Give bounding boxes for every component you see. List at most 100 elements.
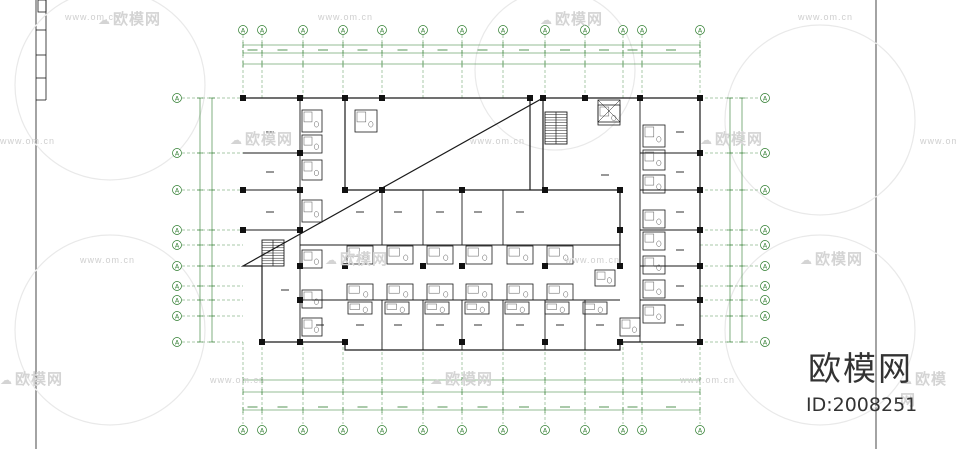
grid-bubble-circle — [760, 240, 770, 250]
shower-tray — [644, 176, 655, 186]
bathroom-pod — [546, 283, 574, 301]
grid-bubble-circle — [580, 425, 590, 435]
grid-bubble: A — [695, 425, 705, 435]
grid-bubble: A — [257, 425, 267, 435]
grid-bubble-label: A — [260, 28, 265, 35]
toilet — [656, 159, 662, 167]
grid-bubble-circle — [338, 25, 348, 35]
watermark-logo: ☁欧模网 — [0, 368, 63, 389]
shower-tray — [348, 285, 360, 294]
pod-outline — [506, 283, 534, 301]
grid-bubble: A — [760, 261, 770, 271]
column — [297, 95, 303, 101]
column — [297, 297, 303, 303]
bathroom-pod — [506, 283, 534, 301]
pod-outline — [301, 109, 323, 133]
staircase — [261, 239, 285, 267]
shower-tray — [303, 136, 313, 146]
bathroom-pod — [546, 245, 574, 265]
grid-bubble-label: A — [175, 264, 180, 271]
watermark-url: www.om.cn — [565, 255, 621, 265]
grid-bubble: A — [172, 225, 182, 235]
column — [542, 339, 548, 345]
shower-tray — [467, 247, 479, 257]
watermark-logo: ☁欧模网 — [325, 248, 388, 269]
grid-bubble-label: A — [175, 151, 180, 158]
pod-outline — [504, 301, 530, 315]
watermark-url: www.om.cn — [210, 375, 266, 385]
column — [297, 263, 303, 269]
watermark-logo: ☁欧模网 — [900, 368, 956, 410]
toilet — [597, 306, 603, 313]
toilet — [523, 291, 529, 298]
grid-bubble: A — [618, 425, 628, 435]
watermark-logo-text: 欧模网 — [340, 250, 389, 268]
grid-bubble: A — [298, 25, 308, 35]
watermark-logo-text: 欧模网 — [900, 370, 948, 409]
grid-bubble: A — [760, 281, 770, 291]
watermark-logo: ☁欧模网 — [540, 8, 603, 29]
toilet — [368, 121, 374, 128]
shower-tray — [303, 291, 313, 301]
grid-bubble: A — [760, 240, 770, 250]
pod-outline — [544, 301, 570, 315]
column — [527, 95, 533, 101]
grid-bubble: A — [760, 185, 770, 195]
grid-bubble: A — [418, 425, 428, 435]
shower-tray — [596, 271, 606, 280]
shower-tray — [621, 319, 631, 329]
shower-tray — [599, 106, 610, 117]
grid-bubble-label: A — [175, 228, 180, 235]
column — [459, 263, 465, 269]
grid-bubble: A — [172, 311, 182, 321]
watermark-mark-icon: ☁ — [540, 13, 553, 27]
toilet — [563, 291, 569, 298]
grid-bubble-circle — [695, 425, 705, 435]
grid-bubble: A — [695, 25, 705, 35]
pod-outline — [346, 245, 374, 265]
pod-outline — [619, 317, 641, 337]
toilet — [313, 121, 319, 128]
pod-outline — [426, 283, 454, 301]
column — [379, 187, 385, 193]
pod-outline — [424, 301, 450, 315]
grid-bubble-circle — [172, 148, 182, 158]
toilet — [479, 306, 485, 313]
bathroom-pod — [347, 301, 373, 315]
shower-tray — [388, 285, 400, 294]
column — [697, 95, 703, 101]
shower-tray — [508, 247, 520, 257]
title-block — [35, 0, 877, 449]
grid-bubble-label: A — [241, 428, 246, 435]
grid-bubble: A — [760, 311, 770, 321]
grid-bubble-circle — [298, 25, 308, 35]
grid-bubble-circle — [257, 25, 267, 35]
watermark-mark-icon: ☁ — [900, 373, 913, 387]
grid-bubble-label: A — [175, 340, 180, 347]
grid-bubble: A — [172, 261, 182, 271]
shower-tray — [303, 319, 313, 329]
column — [617, 339, 623, 345]
toilet — [482, 254, 488, 261]
shower-tray — [388, 247, 400, 257]
toilet — [439, 306, 445, 313]
pod-outline — [642, 124, 666, 148]
toilet — [313, 211, 319, 218]
column — [297, 150, 303, 156]
column — [542, 263, 548, 269]
shower-tray — [506, 303, 517, 310]
grid-bubble-circle — [172, 261, 182, 271]
pod-outline — [546, 283, 574, 301]
watermark-logo-text: 欧模网 — [113, 10, 162, 28]
grid-bubble-circle — [760, 185, 770, 195]
bathroom-pod — [301, 134, 323, 154]
bathroom-pod — [301, 159, 323, 181]
grid-bubble-label: A — [421, 28, 426, 35]
shower-tray — [644, 306, 655, 316]
pod-outline — [594, 269, 616, 287]
toilet — [443, 291, 449, 298]
pod-outline — [347, 301, 373, 315]
grid-bubble: A — [418, 25, 428, 35]
